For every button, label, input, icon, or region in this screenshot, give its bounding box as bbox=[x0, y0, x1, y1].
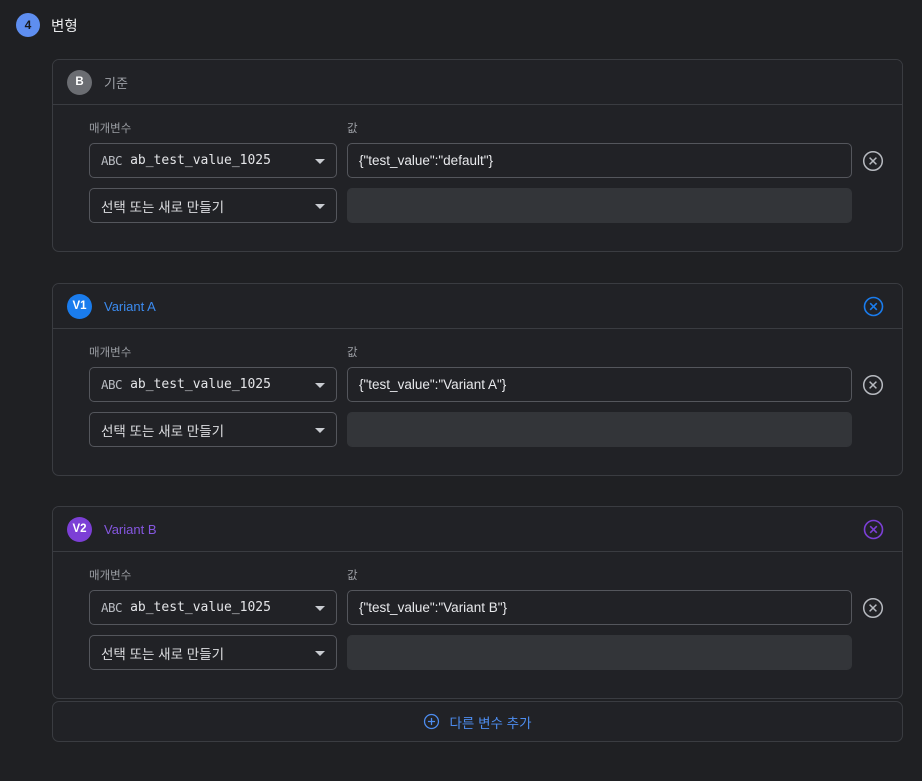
value-input[interactable]: {"test_value":"Variant A"} bbox=[347, 367, 852, 402]
value-input[interactable] bbox=[347, 635, 852, 670]
parameter-label: 매개변수 bbox=[89, 347, 132, 359]
value-label: 값 bbox=[347, 347, 358, 359]
parameter-value-row: ABC ab_test_value_1025 {"test_value":"Vari… bbox=[89, 590, 884, 625]
parameter-select[interactable]: ABC ab_test_value_1025 bbox=[89, 367, 337, 402]
parameter-label: 매개변수 bbox=[89, 123, 132, 135]
remove-variant-button[interactable] bbox=[863, 296, 884, 317]
chevron-down-icon bbox=[315, 650, 325, 656]
chevron-down-icon bbox=[315, 427, 325, 433]
variant-card-header: V2 Variant B bbox=[53, 507, 902, 552]
value-input[interactable] bbox=[347, 188, 852, 223]
value-label: 값 bbox=[347, 570, 358, 582]
step-header: 4 변형 bbox=[0, 0, 922, 40]
parameter-value-row: 선택 또는 새로 만들기 bbox=[89, 635, 884, 670]
parameter-select[interactable]: ABC ab_test_value_1025 bbox=[89, 590, 337, 625]
variant-card-header: B 기준 bbox=[53, 60, 902, 105]
plus-circle-icon bbox=[424, 713, 440, 730]
add-variable-label: 다른 변수 추가 bbox=[449, 715, 532, 731]
variant-card-body: 매개변수 값 ABC ab_test_value_1025 {"test_value":… bbox=[53, 329, 902, 475]
variant-card-body: 매개변수 값 ABC ab_test_value_1025 {"test_value":… bbox=[53, 105, 902, 251]
chevron-down-icon bbox=[315, 382, 325, 388]
remove-variant-button[interactable] bbox=[863, 519, 884, 540]
parameter-label: 매개변수 bbox=[89, 570, 132, 582]
field-labels-row: 매개변수 값 bbox=[89, 345, 884, 361]
value-input[interactable]: {"test_value":"Variant B"} bbox=[347, 590, 852, 625]
step-number-badge: 4 bbox=[16, 13, 40, 37]
variant-badge: B bbox=[67, 69, 92, 95]
parameter-value-row: ABC ab_test_value_1025 {"test_value":"Vari… bbox=[89, 367, 884, 402]
parameter-select[interactable]: 선택 또는 새로 만들기 bbox=[89, 635, 337, 670]
variant-name: 기준 bbox=[104, 75, 128, 91]
value-input[interactable]: {"test_value":"default"} bbox=[347, 143, 852, 178]
parameter-value-row: 선택 또는 새로 만들기 bbox=[89, 412, 884, 447]
variant-name: Variant A bbox=[104, 298, 156, 314]
abc-type-icon: ABC bbox=[101, 600, 123, 615]
abc-type-icon: ABC bbox=[101, 377, 123, 392]
abc-type-icon: ABC bbox=[101, 153, 123, 168]
close-circle-icon bbox=[863, 296, 884, 316]
value-label: 값 bbox=[347, 123, 358, 135]
parameter-select[interactable]: 선택 또는 새로 만들기 bbox=[89, 188, 337, 223]
variant-card-body: 매개변수 값 ABC ab_test_value_1025 {"test_value":… bbox=[53, 552, 902, 698]
chevron-down-icon bbox=[315, 158, 325, 164]
parameter-select-placeholder: 선택 또는 새로 만들기 bbox=[101, 423, 225, 439]
parameter-select[interactable]: 선택 또는 새로 만들기 bbox=[89, 412, 337, 447]
add-variable-button[interactable]: 다른 변수 추가 bbox=[52, 701, 903, 742]
parameter-select-placeholder: 선택 또는 새로 만들기 bbox=[101, 199, 225, 215]
variant-badge: V2 bbox=[67, 516, 92, 542]
parameter-select-value: ab_test_value_1025 bbox=[130, 377, 271, 392]
close-circle-icon bbox=[862, 597, 884, 618]
field-labels-row: 매개변수 값 bbox=[89, 121, 884, 137]
close-circle-icon bbox=[862, 374, 884, 395]
delete-row-button[interactable] bbox=[862, 597, 884, 619]
parameter-value-row: 선택 또는 새로 만들기 bbox=[89, 188, 884, 223]
value-input[interactable] bbox=[347, 412, 852, 447]
variant-card: V2 Variant B 매개변수 값 ABC ab_test_value_1025 {"t… bbox=[52, 506, 903, 699]
parameter-select[interactable]: ABC ab_test_value_1025 bbox=[89, 143, 337, 178]
delete-row-placeholder bbox=[862, 195, 884, 217]
chevron-down-icon bbox=[315, 605, 325, 611]
parameter-value-row: ABC ab_test_value_1025 {"test_value":"defa… bbox=[89, 143, 884, 178]
field-labels-row: 매개변수 값 bbox=[89, 568, 884, 584]
variant-card: V1 Variant A 매개변수 값 ABC ab_test_value_1025 {"t… bbox=[52, 283, 903, 476]
chevron-down-icon bbox=[315, 203, 325, 209]
delete-row-placeholder bbox=[862, 419, 884, 441]
variant-card-header: V1 Variant A bbox=[53, 284, 902, 329]
delete-row-placeholder bbox=[862, 642, 884, 664]
parameter-select-value: ab_test_value_1025 bbox=[130, 600, 271, 615]
variant-badge: V1 bbox=[67, 293, 92, 319]
parameter-select-placeholder: 선택 또는 새로 만들기 bbox=[101, 646, 225, 662]
delete-row-button[interactable] bbox=[862, 374, 884, 396]
close-circle-icon bbox=[862, 150, 884, 171]
variant-name: Variant B bbox=[104, 521, 157, 537]
parameter-select-value: ab_test_value_1025 bbox=[130, 153, 271, 168]
page-title: 변형 bbox=[51, 18, 78, 35]
delete-row-button[interactable] bbox=[862, 150, 884, 172]
close-circle-icon bbox=[863, 519, 884, 539]
